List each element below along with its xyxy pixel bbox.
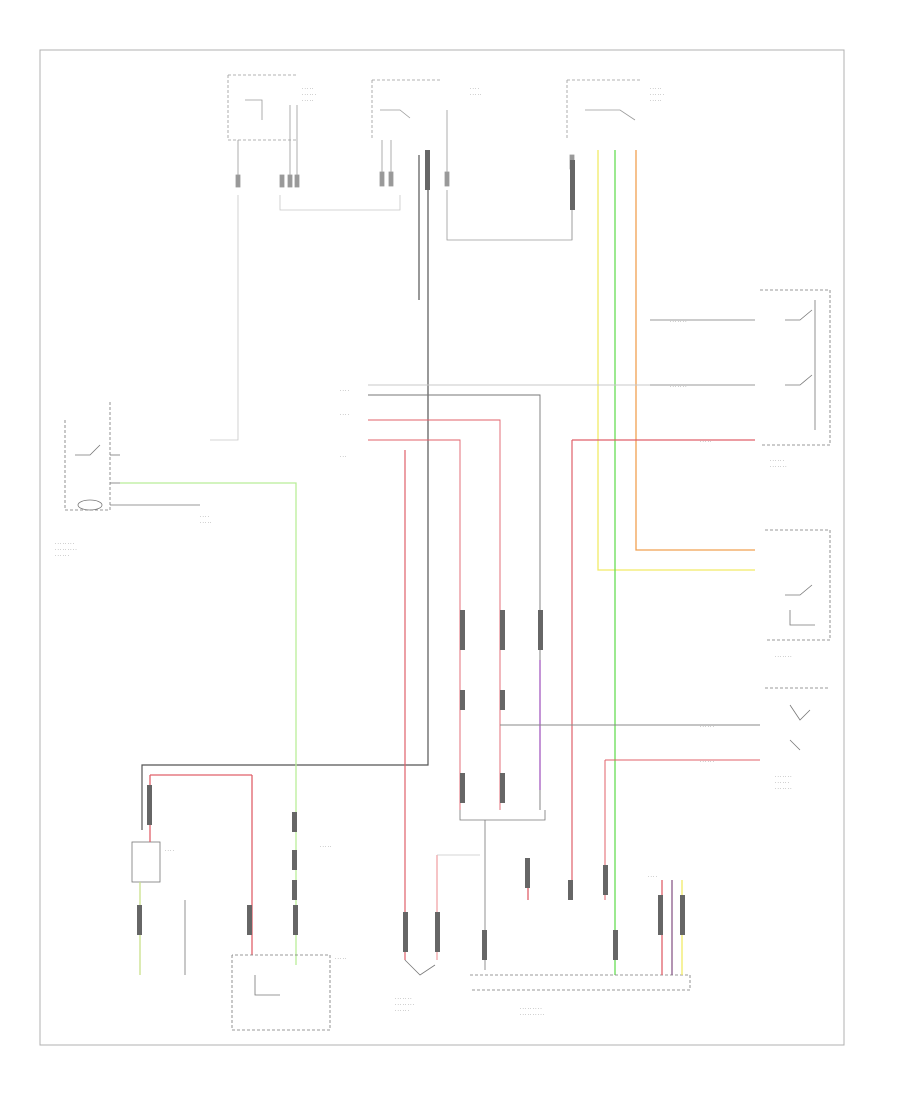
svg-text:· · · · · ·: · · · · · ·	[55, 553, 69, 558]
transmission-sensor: · · · · · · · · · · · · · · · · · · · ·	[765, 687, 830, 791]
svg-text:· · · · · · · ·: · · · · · · · ·	[395, 1002, 414, 1007]
svg-text:· · · ·: · · · ·	[340, 388, 349, 393]
svg-text:· · · · ·: · · · · ·	[470, 92, 481, 97]
svg-text:· · · · · · ·: · · · · · · ·	[775, 786, 792, 791]
svg-text:· · · · ·: · · · · ·	[650, 98, 661, 103]
right-switch-label: · · · · · · ·	[775, 654, 792, 659]
shift-lever-label: · · · · · ·	[770, 458, 784, 463]
top-module-a: · · · · · · · · · · · · · · · ·	[227, 74, 316, 188]
svg-text:· · · · · · ·: · · · · · · ·	[670, 384, 687, 389]
shift-lever-wiring	[368, 319, 755, 960]
svg-text:· · · · · ·: · · · · · ·	[700, 759, 714, 764]
control-module-bottom: · · · · · · · · · · · · · · · · · · · · …	[470, 860, 691, 1017]
svg-text:· · · · ·: · · · · ·	[200, 520, 211, 525]
left-switch-assembly: · · · · · · · · · · · · · · · · · · · · …	[55, 400, 200, 558]
svg-text:· · · · ·: · · · · ·	[700, 439, 711, 444]
svg-text:· · · · ·: · · · · ·	[320, 844, 331, 849]
svg-text:· · · · · · ·: · · · · · · ·	[670, 319, 687, 324]
shift-lever-switch: · · · · · · · · · · · · ·	[760, 289, 831, 469]
transmission-wires	[500, 724, 760, 900]
top-module-a-label: · · · · ·	[302, 86, 313, 91]
svg-text:· · · · · · · · · ·: · · · · · · · · · ·	[520, 1012, 544, 1017]
top-interconnect-wires	[210, 170, 573, 441]
svg-text:· · · · · · · · ·: · · · · · · · · ·	[55, 547, 77, 552]
top-module-b-label: · · · ·	[470, 86, 479, 91]
top-module-c-label: · · · · ·	[650, 86, 661, 91]
battery-label: · · · ·	[165, 848, 174, 853]
control-module-label: · · · · · · · · ·	[520, 1006, 542, 1011]
green-wire-left	[120, 482, 297, 965]
control-module-connector-label: · · · ·	[648, 874, 657, 879]
top-module-b: · · · · · · · · ·	[371, 79, 481, 187]
transmission-sensor-label: · · · · · · ·	[775, 774, 792, 779]
connector-pins	[137, 150, 685, 960]
right-switch-unit: · · · · · · ·	[765, 529, 831, 659]
svg-text:· · · · · ·: · · · · · ·	[650, 92, 664, 97]
yellow-wire	[597, 150, 755, 571]
svg-text:· · · ·: · · · ·	[200, 514, 209, 519]
control-module-wires	[459, 810, 546, 970]
ignition-switch-label: · · · · · · ·	[395, 996, 412, 1001]
svg-text:· · · · · · ·: · · · · · · ·	[770, 464, 787, 469]
starter-label: · · · · ·	[335, 956, 346, 961]
svg-text:· · · · ·: · · · · ·	[302, 98, 313, 103]
svg-text:· · ·: · · ·	[340, 454, 346, 459]
svg-text:· · · · · ·: · · · · · ·	[700, 724, 714, 729]
svg-text:· · · · · ·: · · · · · ·	[395, 1008, 409, 1013]
left-switch-label: · · · · · · · ·	[55, 541, 74, 546]
wire-labels: · · · · · · · · · · · · · · · · · · · · …	[200, 319, 714, 849]
dark-main-wire	[141, 155, 429, 830]
starter: · · · · ·	[231, 954, 346, 1031]
svg-text:· · · · · ·: · · · · · ·	[302, 92, 316, 97]
svg-text:· · · ·: · · · ·	[340, 412, 349, 417]
svg-text:· · · · · ·: · · · · · ·	[775, 780, 789, 785]
orange-wire	[635, 150, 755, 551]
diagram-frame	[39, 49, 845, 1046]
